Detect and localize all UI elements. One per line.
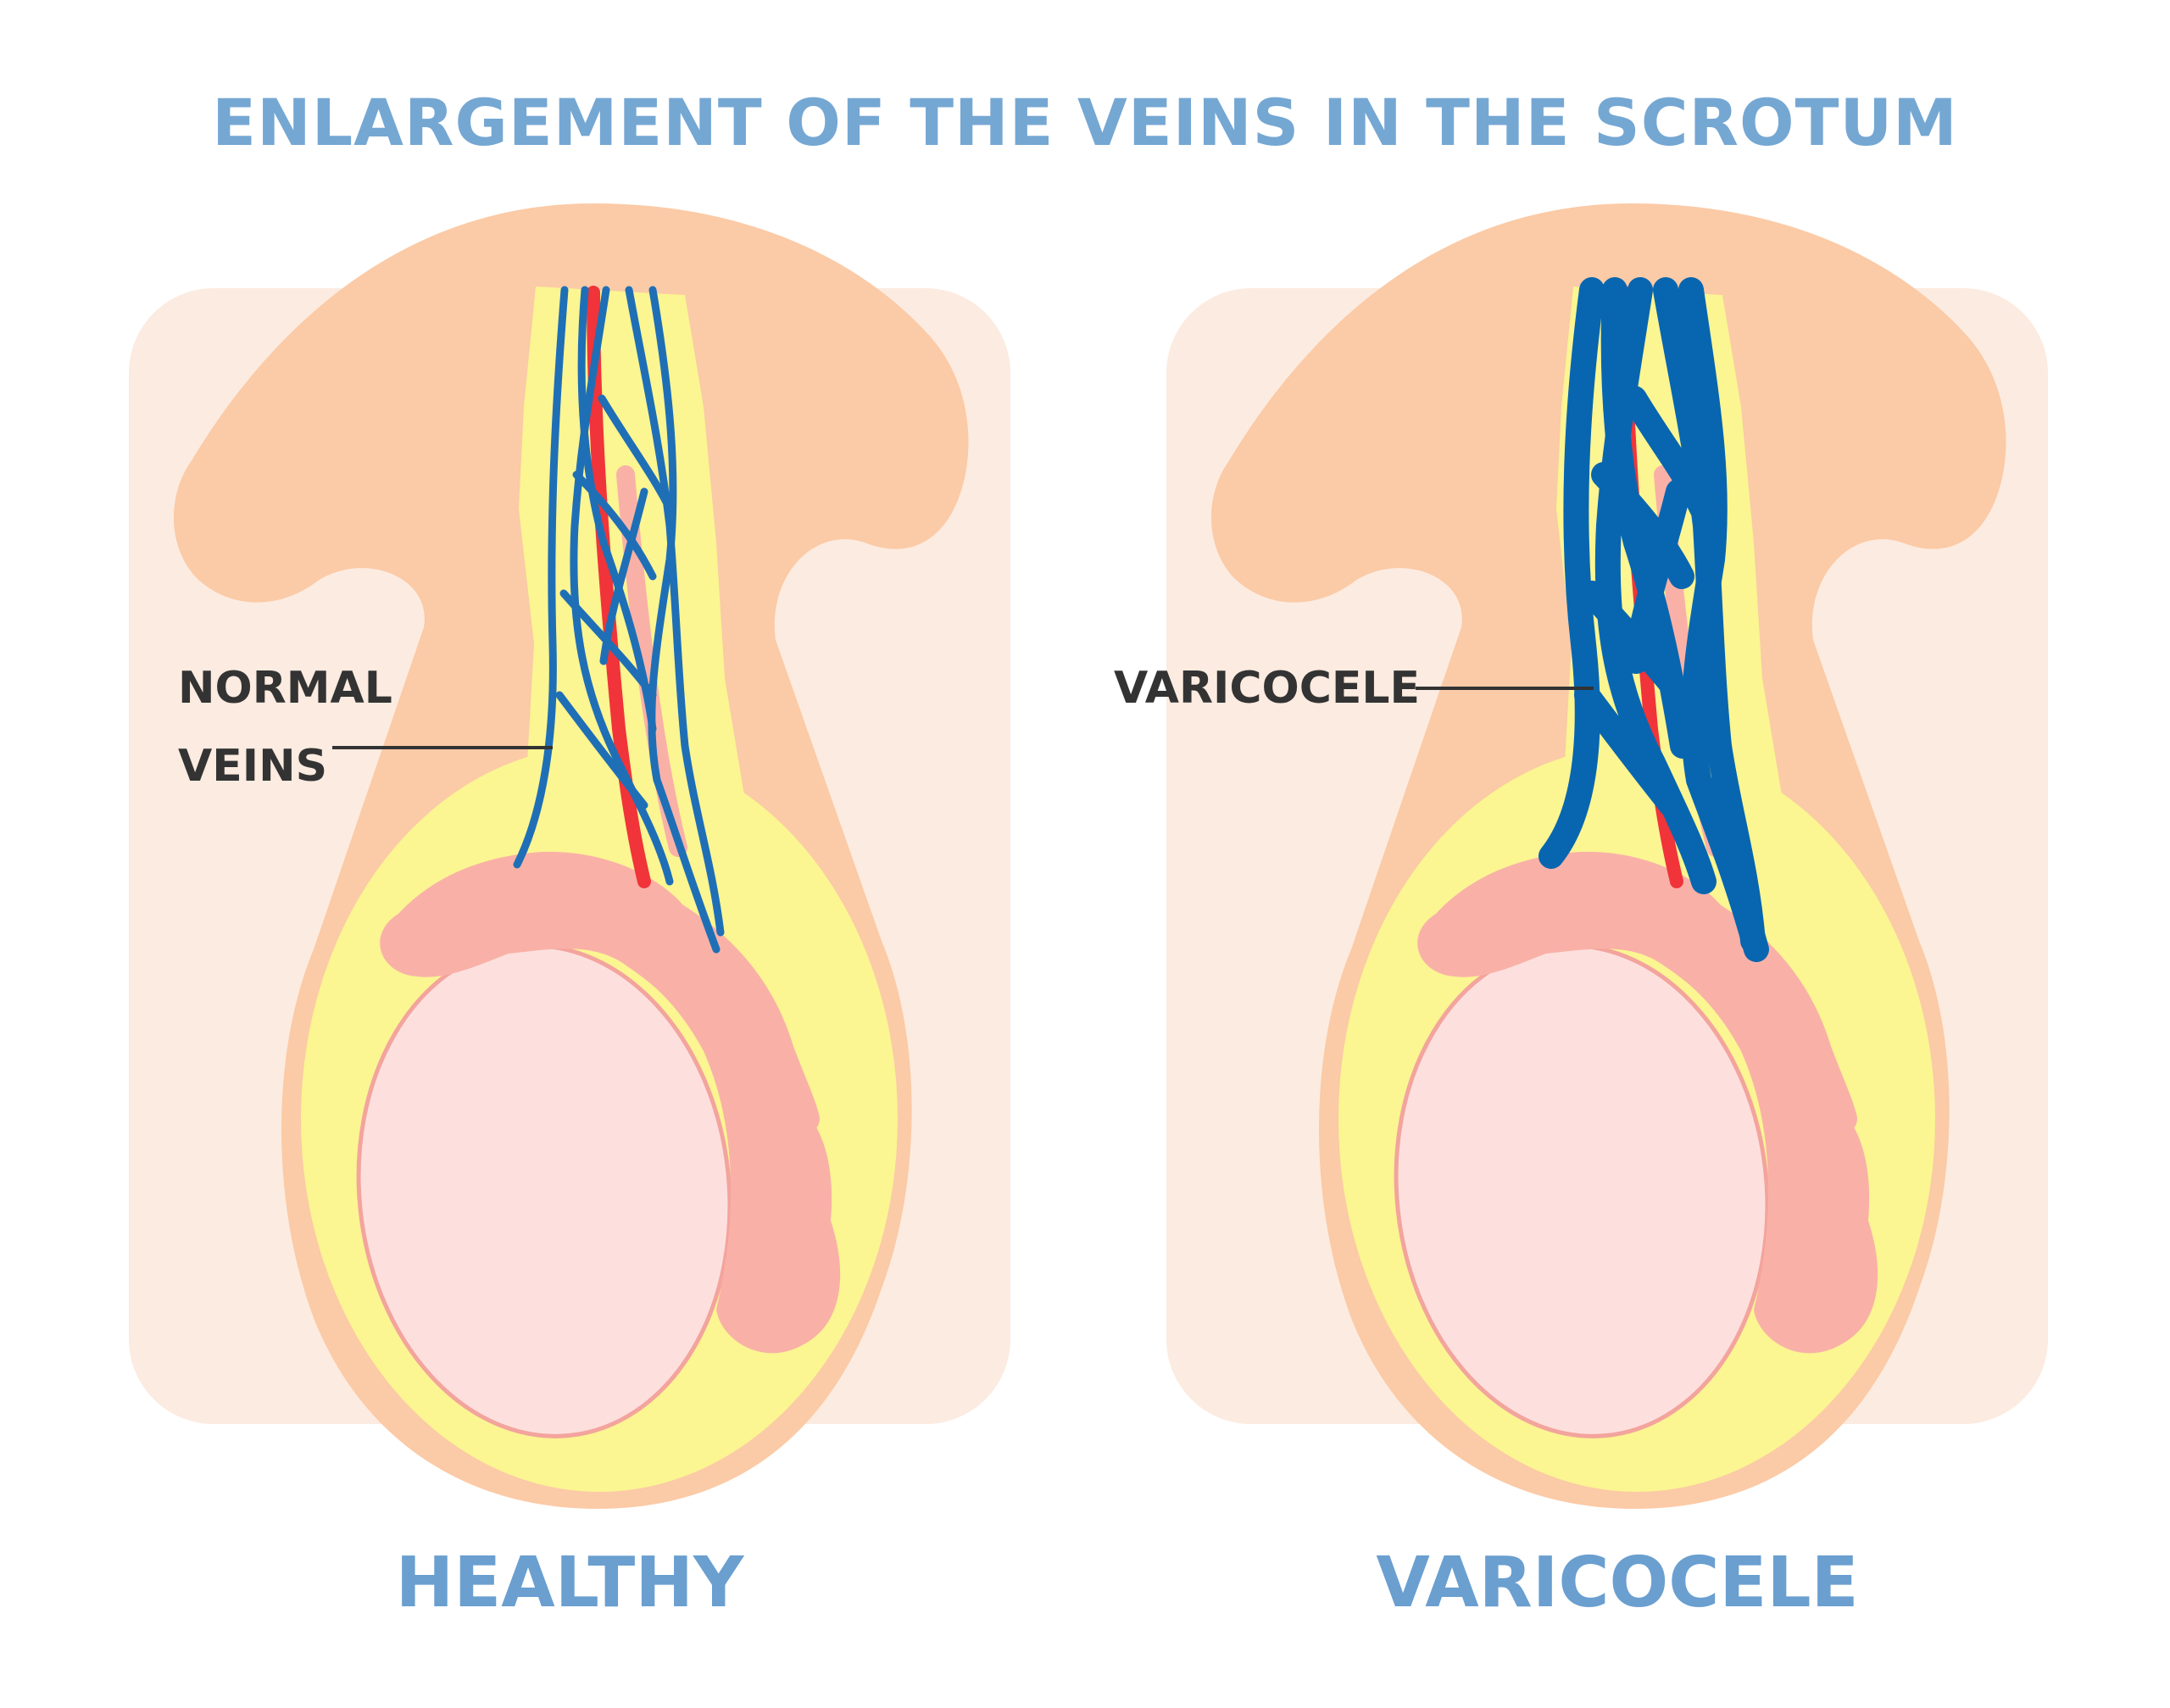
varicocele-veins: [1538, 277, 1769, 962]
varicocele-caption: VARICOCELE: [1376, 1543, 1859, 1623]
healthy-caption: HEALTHY: [395, 1543, 744, 1623]
healthy-callout-line1: NORMAL: [178, 663, 392, 714]
healthy-callout-line2: VEINS: [178, 741, 328, 792]
varicocele-callout-label: VARICOCELE: [1114, 663, 1421, 714]
varicocele-diagram: [1166, 203, 2048, 1509]
healthy-artery: [587, 286, 651, 888]
healthy-callout-label: NORMAL VEINS: [178, 649, 392, 805]
diagram-title: ENLARGEMENT OF THE VEINS IN THE SCROTUM: [212, 85, 1958, 160]
healthy-diagram: [129, 203, 1010, 1509]
healthy-veins: [513, 286, 725, 954]
